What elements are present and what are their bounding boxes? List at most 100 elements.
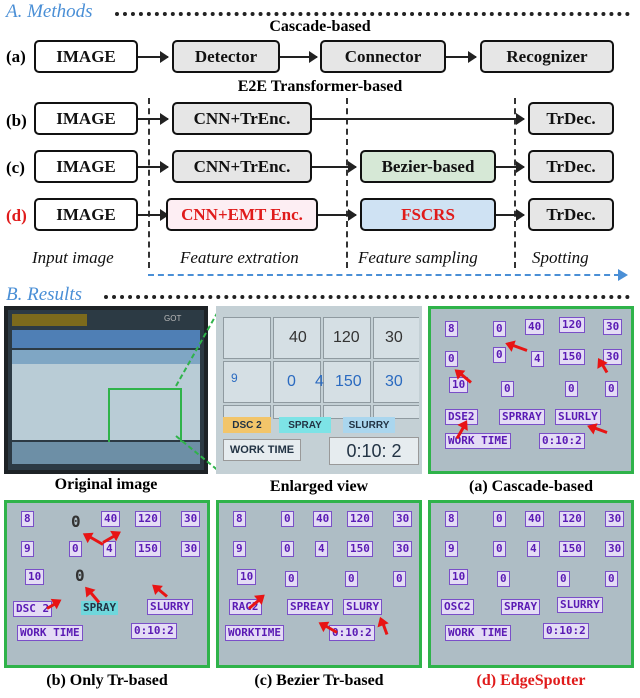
row-d-encoder-box: CNN+EMT Enc. [166, 198, 318, 231]
row-a-arrow-1 [138, 51, 169, 63]
caption-enlarged: Enlarged view [269, 478, 369, 495]
detected-label: 8 [445, 511, 458, 527]
separator-1 [148, 98, 150, 268]
row-a-label: (a) [6, 47, 26, 66]
caption-only-tr: (b) Only Tr-based [46, 672, 168, 689]
enlarged-dsc-button: DSC 2 [223, 417, 271, 433]
enlarged-num: 30 [385, 373, 403, 390]
row-d-arrow-1 [138, 209, 169, 221]
caption-original: Original image [54, 476, 158, 493]
detected-label: 40 [101, 511, 121, 527]
detected-label: 0 [71, 512, 81, 531]
detected-label: SLURRY [147, 599, 193, 615]
row-c-input-box: IMAGE [34, 150, 138, 183]
pipeline-arrow [148, 274, 620, 276]
detected-label: 0 [557, 571, 570, 587]
row-d-arrow-2 [318, 209, 357, 221]
detected-label: 40 [525, 319, 545, 335]
detected-label: 40 [525, 511, 545, 527]
column-feature-extraction: Feature extration [180, 248, 299, 267]
detected-label: 10 [25, 569, 45, 585]
detected-label: SPRAY [501, 599, 541, 615]
separator-2 [346, 98, 348, 268]
panel-edgespotter: 8 0 40 120 30 9 0 4 150 30 10 0 0 0 OSC2… [428, 500, 634, 668]
column-input-image: Input image [32, 248, 114, 267]
row-d-decoder-box: TrDec. [528, 198, 614, 231]
enlarged-num: 0 [287, 373, 296, 390]
separator-3 [514, 98, 516, 268]
row-a-input-box: IMAGE [34, 40, 138, 73]
row-c-arrow-2 [312, 161, 357, 173]
zoom-lines [175, 307, 221, 473]
row-c-encoder-box: CNN+TrEnc. [172, 150, 312, 183]
detected-label: 0 [445, 351, 458, 367]
detected-label: 8 [233, 511, 246, 527]
detected-label: 4 [531, 351, 544, 367]
error-arrow [589, 424, 608, 434]
detected-label: 120 [135, 511, 161, 527]
detected-label: 0 [345, 571, 358, 587]
detected-label: 0 [281, 511, 294, 527]
panel-bezier-tr: 8 0 40 120 30 9 0 4 150 30 10 0 0 0 RAC2… [216, 500, 422, 668]
detected-label: SPRAY [81, 601, 119, 615]
methods-divider [115, 12, 630, 16]
error-arrow [507, 342, 528, 352]
detected-label: 4 [315, 541, 328, 557]
detected-label: 9 [233, 541, 246, 557]
enlarged-num: 4 [315, 373, 324, 390]
detected-label: 120 [559, 511, 585, 527]
caption-edgespotter: (d) EdgeSpotter [476, 672, 586, 689]
row-d-input-box: IMAGE [34, 198, 138, 231]
detected-label: WORK TIME [445, 625, 511, 641]
enlarged-slurry-button: SLURRY [343, 417, 395, 433]
enlarged-worktime-value: 0:10: 2 [329, 437, 419, 465]
detected-label: 10 [449, 377, 469, 393]
detected-label: 0 [75, 566, 85, 585]
detected-label: 4 [527, 541, 540, 557]
detected-label: WORK TIME [445, 433, 511, 449]
detected-label: 0:10:2 [329, 625, 375, 641]
detected-label: SLURY [343, 599, 383, 615]
row-a-arrow-2 [280, 51, 318, 63]
e2e-header: E2E Transformer-based [237, 78, 403, 95]
methods-section-title: A. Methods [6, 1, 93, 22]
caption-bezier-tr: (c) Bezier Tr-based [254, 672, 384, 689]
enlarged-num: 30 [385, 329, 403, 346]
detected-label: 0 [493, 321, 506, 337]
detected-label: 120 [559, 317, 585, 333]
results-section-title: B. Results [6, 284, 82, 305]
row-b-decoder-box: TrDec. [528, 102, 614, 135]
detected-label: 0 [497, 571, 510, 587]
detected-label: 0 [565, 381, 578, 397]
detected-label: 0 [493, 347, 506, 363]
detected-label: 0 [605, 571, 618, 587]
detected-label: 0 [69, 541, 82, 557]
detected-label: 30 [603, 349, 623, 365]
detected-label: 0 [501, 381, 514, 397]
detected-label: 9 [445, 541, 458, 557]
error-arrow [84, 533, 104, 546]
detected-label: 0 [285, 571, 298, 587]
detected-label: 30 [605, 511, 625, 527]
enlarged-spray-button: SPRAY [279, 417, 331, 433]
detected-label: 120 [347, 511, 373, 527]
detected-label: 9 [21, 541, 34, 557]
row-b-label: (b) [6, 111, 27, 130]
column-spotting: Spotting [532, 248, 589, 267]
row-a-arrow-3 [446, 51, 477, 63]
detected-label: WORK TIME [17, 625, 83, 641]
original-image: GOT [4, 306, 208, 474]
detected-label: 30 [393, 511, 413, 527]
cascade-header: Cascade-based [269, 18, 371, 35]
detected-label: DSC 2 [13, 601, 53, 617]
row-c-arrow-3 [496, 161, 525, 173]
detected-label: 30 [181, 541, 201, 557]
row-a-connector-box: Connector [320, 40, 446, 73]
row-c-bezier-box: Bezier-based [360, 150, 496, 183]
caption-cascade: (a) Cascade-based [469, 478, 593, 495]
row-b-encoder-box: CNN+TrEnc. [172, 102, 312, 135]
row-b-input-box: IMAGE [34, 102, 138, 135]
detected-label: 0 [493, 541, 506, 557]
detected-label: 10 [237, 569, 257, 585]
detected-label: 150 [135, 541, 161, 557]
